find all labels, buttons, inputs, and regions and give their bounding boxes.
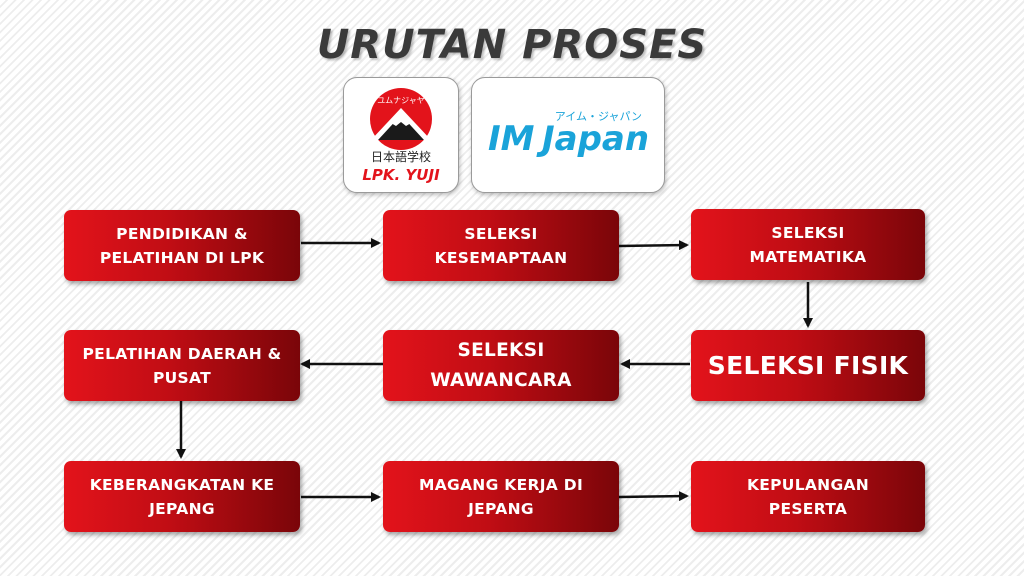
step-seleksi-wawancara: SELEKSI WAWANCARA — [383, 330, 619, 401]
step-magang-kerja: MAGANG KERJA DI JEPANG — [383, 461, 619, 532]
step-pelatihan-daerah-pusat: PELATIHAN DAERAH & PUSAT — [64, 330, 300, 401]
lpk-yuji-logo: ユムナジャヤ 日本語学校 LPK. YUJI — [343, 77, 459, 193]
arrow-2-to-3 — [618, 240, 689, 251]
step-keberangkatan: KEBERANGKATAN KE JEPANG — [64, 461, 300, 532]
imjapan-wordmark: アイム・ジャパン IM Japan — [488, 110, 649, 159]
step-pendidikan-pelatihan: PENDIDIKAN & PELATIHAN DI LPK — [64, 210, 300, 281]
lpk-katakana: ユムナジャヤ — [377, 96, 425, 105]
imjapan-japan: Japan — [536, 119, 649, 159]
imjapan-im: IM — [488, 119, 535, 159]
lpk-yuji-emblem: ユムナジャヤ 日本語学校 LPK. YUJI — [362, 88, 440, 184]
step-seleksi-fisik: SELEKSI FISIK — [691, 330, 925, 401]
step-kepulangan-peserta: KEPULANGAN PESERTA — [691, 461, 925, 532]
lpk-name: LPK. YUJI — [362, 166, 440, 184]
step-seleksi-matematika: SELEKSI MATEMATIKA — [691, 209, 925, 280]
imjapan-logo: アイム・ジャパン IM Japan — [471, 77, 665, 193]
page-title: URUTAN PROSES — [316, 22, 708, 68]
imjapan-katakana: アイム・ジャパン — [555, 110, 642, 123]
arrow-8-to-9 — [618, 491, 689, 502]
step-seleksi-kesemaptaan: SELEKSI KESEMAPTAAN — [383, 210, 619, 281]
lpk-kanji: 日本語学校 — [371, 149, 431, 164]
